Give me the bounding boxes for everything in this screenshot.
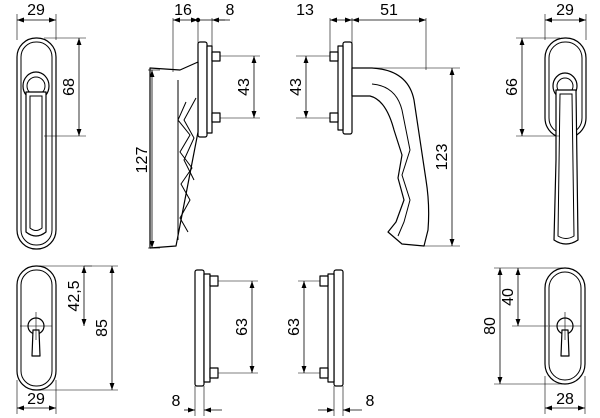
dim-bottom-left-height-half: 42,5	[36, 265, 92, 326]
dim-label-42-5: 42,5	[66, 280, 83, 311]
dim-label-8-top: 8	[226, 2, 235, 19]
dim-top-right-height: 66	[504, 37, 560, 137]
dim-label-28: 28	[556, 391, 574, 408]
dim-side-right-length: 123	[372, 67, 460, 247]
dim-label-13: 13	[296, 2, 314, 19]
dim-label-63-right: 63	[286, 318, 303, 336]
dim-top-left-height: 68	[44, 37, 86, 137]
escutcheon-front-view-left	[16, 265, 57, 391]
dim-label-8-bottom-right: 8	[366, 393, 375, 410]
dim-label-63-left: 63	[234, 318, 251, 336]
dim-side-right-spacing: 43	[288, 55, 330, 119]
dim-bottom-mid2-thickness: 8	[318, 386, 375, 416]
dim-label-40: 40	[500, 288, 517, 306]
dim-top-right-width: 29	[544, 2, 587, 40]
dim-side-left-plate: 8	[198, 2, 235, 48]
dim-label-8-bottom-left: 8	[172, 393, 181, 410]
dim-bottom-mid2-spacing: 63	[286, 280, 320, 374]
dim-side-right-plate: 13	[296, 2, 353, 54]
dim-bottom-left-width: 29	[16, 380, 57, 414]
dim-bottom-left-height-total: 85	[36, 265, 118, 391]
handle-front-view-left	[16, 37, 57, 250]
dim-top-left-width: 29	[16, 2, 57, 40]
dim-bottom-right-width: 28	[544, 376, 586, 414]
escutcheon-side-view-right	[319, 269, 344, 387]
dim-label-29-top-left: 29	[27, 2, 45, 19]
dim-label-66: 66	[504, 78, 521, 96]
dim-bottom-right-height-half: 40	[500, 267, 565, 327]
dim-label-51: 51	[380, 2, 398, 19]
dim-side-left-length: 127	[134, 69, 160, 249]
dim-bottom-mid1-thickness: 8	[172, 386, 222, 416]
escutcheon-side-view-left	[194, 269, 219, 387]
escutcheon-front-view-right	[544, 267, 586, 385]
dim-side-left-spacing: 43	[220, 55, 260, 119]
dim-label-85: 85	[94, 319, 111, 337]
dim-label-123: 123	[434, 144, 451, 171]
dim-label-43-right: 43	[288, 78, 305, 96]
dim-bottom-right-height-total: 80	[482, 267, 565, 385]
dim-label-68: 68	[61, 78, 78, 96]
dim-label-29-top-right: 29	[556, 2, 574, 19]
dim-label-43-left: 43	[236, 78, 253, 96]
handle-side-view-left	[149, 41, 221, 249]
dim-label-127: 127	[134, 147, 151, 174]
dim-label-80: 80	[482, 317, 499, 335]
dim-bottom-mid1-spacing: 63	[218, 280, 258, 374]
dim-side-left-depth: 16	[172, 2, 201, 72]
dim-side-right-reach: 51	[352, 2, 427, 70]
handle-side-view-right	[329, 41, 430, 247]
dim-label-29-bottom-left: 29	[27, 391, 45, 408]
handle-front-view-right	[544, 37, 587, 245]
dim-label-16: 16	[174, 2, 192, 19]
